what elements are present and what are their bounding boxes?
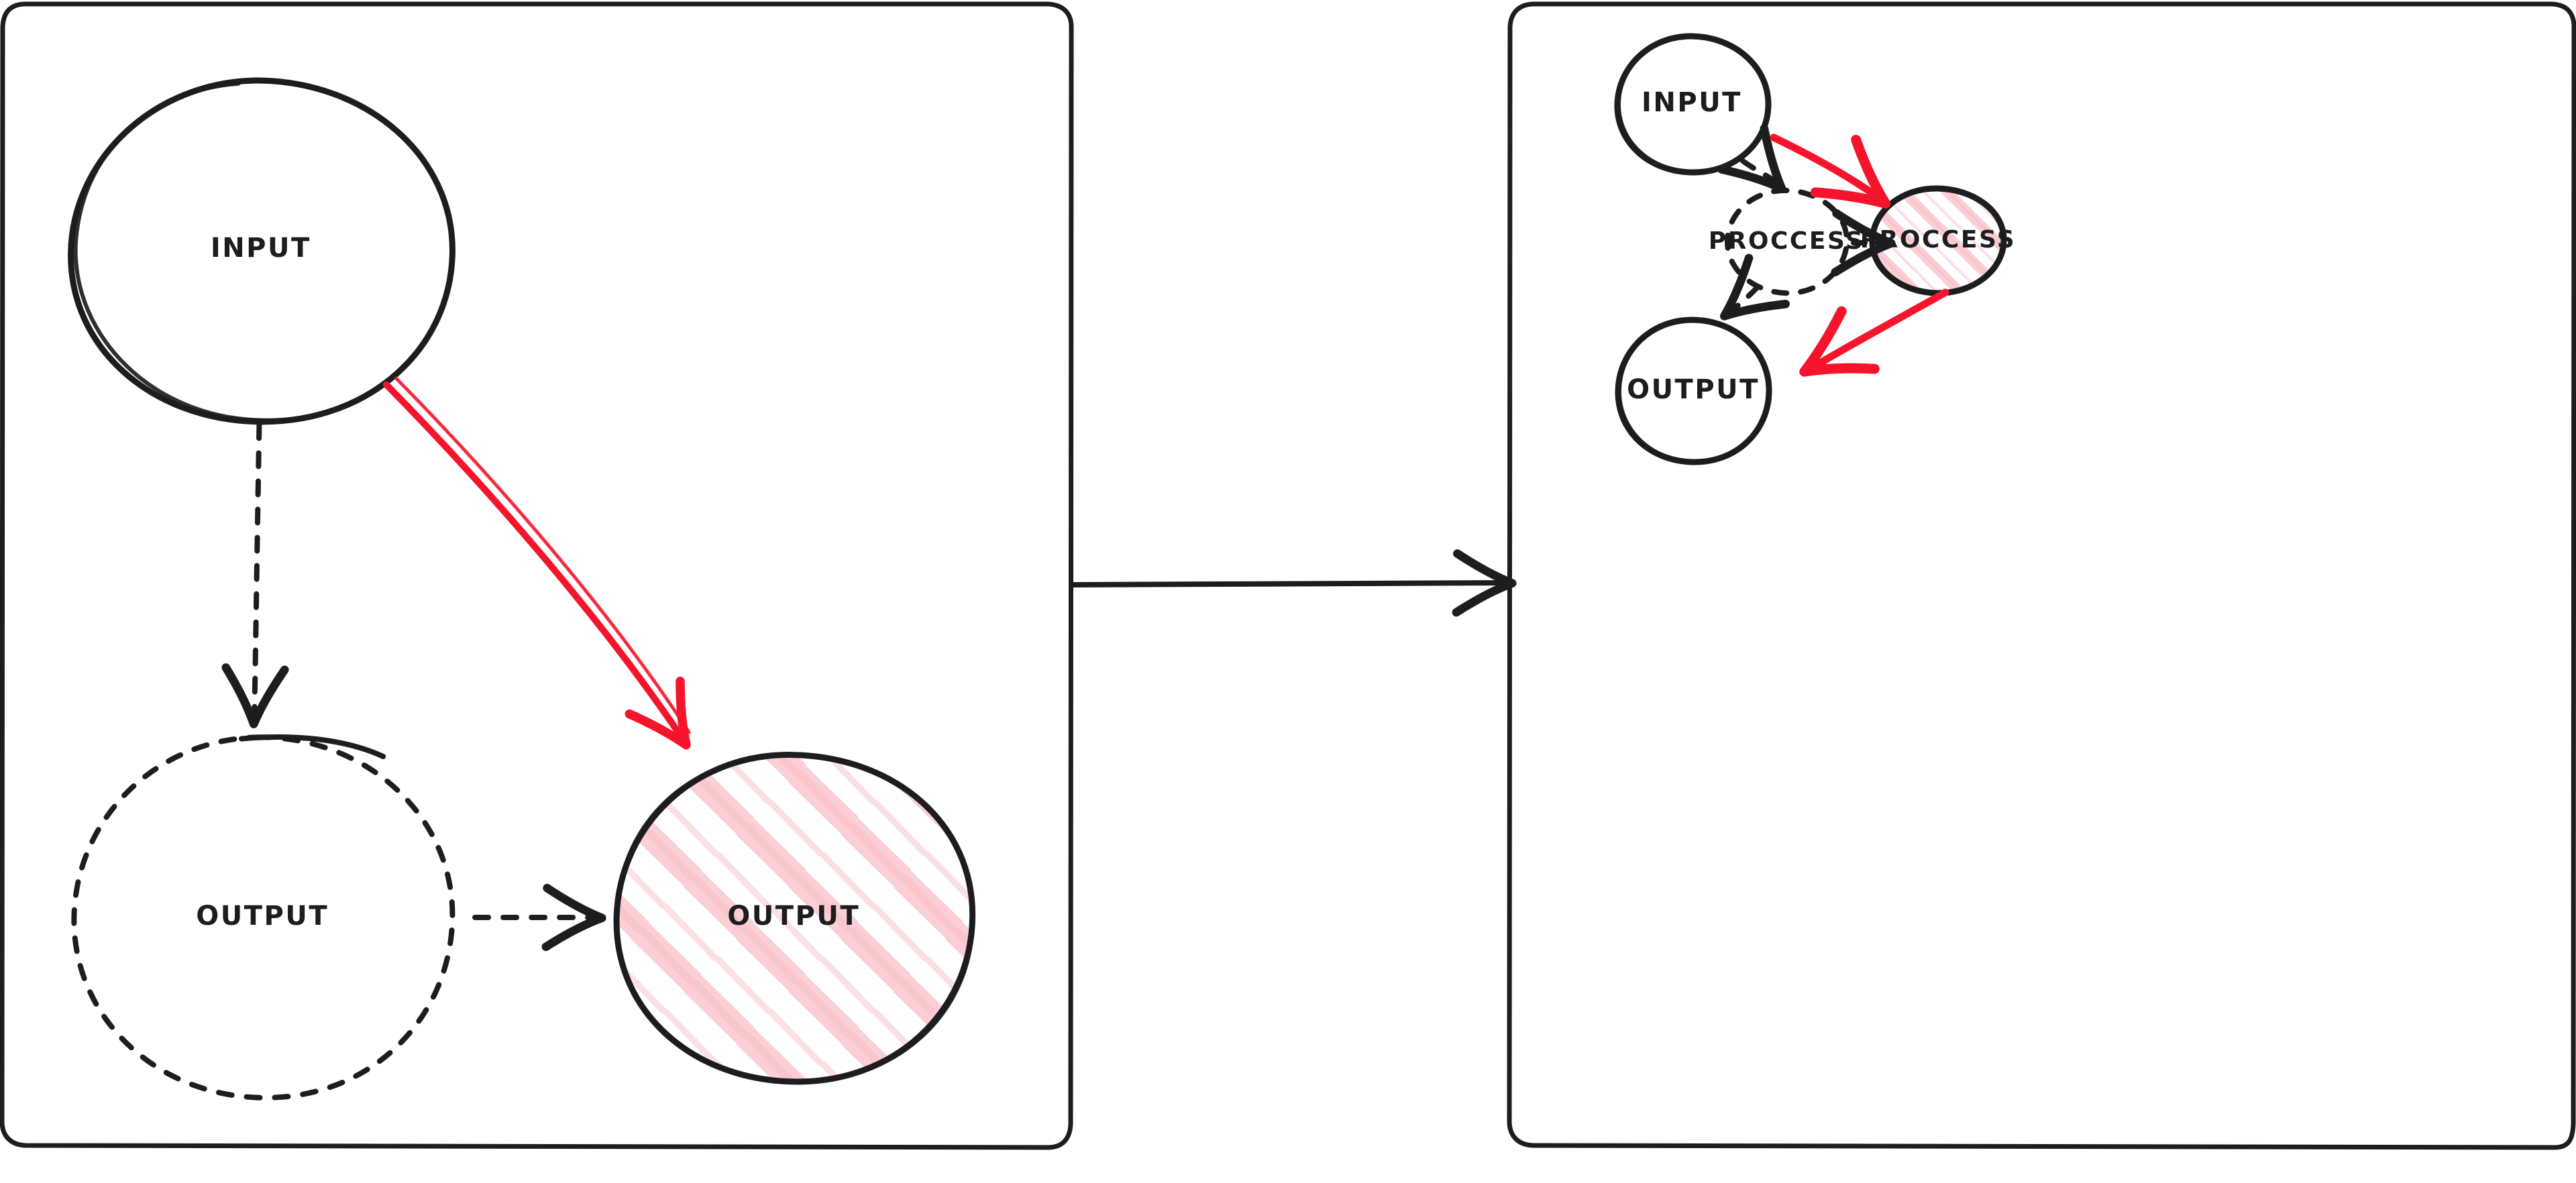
node-label-right-output: OUTPUT [1627,374,1760,405]
node-left-input: INPUT [68,77,455,425]
panel-connector [1071,549,1517,617]
node-right-output: OUTPUT [1615,317,1772,465]
node-right-process-ghost: PROCCESS [1709,187,1864,296]
node-label-right-input: INPUT [1642,87,1742,118]
edge-right-input-to-final-highlight [1770,133,1891,209]
node-right-input: INPUT [1614,33,1772,176]
node-label-right-process-ghost: PROCCESS [1709,227,1864,255]
right-panel: INPUT PROCCESS PROCCESS OUTPUT [1507,1,2576,1150]
node-label-left-output-final: OUTPUT [727,901,860,932]
edge-left-input-to-output-ghost [221,422,289,728]
node-label-left-input: INPUT [211,233,311,264]
edge-right-process-ghost-to-output [1720,253,1790,321]
right-panel-border [1507,1,2576,1150]
left-panel-border [0,1,1074,1150]
node-label-left-output-ghost: OUTPUT [196,901,329,932]
node-left-output-final: OUTPUT [613,752,976,1085]
node-label-right-process-final: PROCCESS [1860,226,2016,253]
edge-right-final-to-output-highlight [1799,288,1949,377]
edge-left-input-to-final-highlight [382,376,691,750]
edge-right-input-to-process-ghost [1717,124,1786,193]
left-panel: INPUT OUTPUT OUTPUT [0,1,1074,1150]
node-left-output-ghost: OUTPUT [71,734,455,1101]
